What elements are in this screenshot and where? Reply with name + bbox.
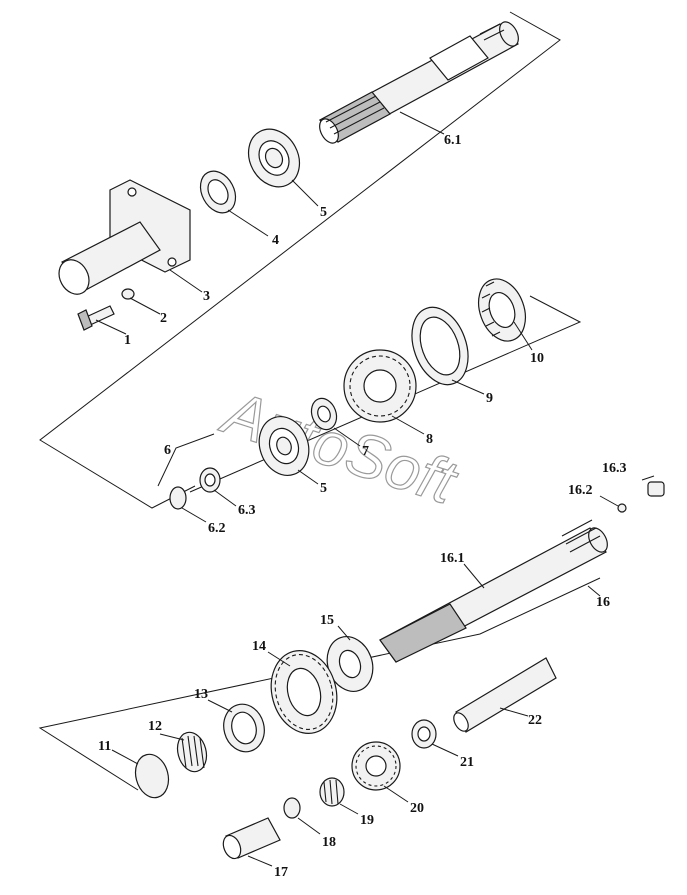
part-13-bushing xyxy=(223,703,265,753)
part-18-washer xyxy=(283,797,301,819)
callout-9: 9 xyxy=(486,391,493,406)
part-6-3-sleeve xyxy=(199,467,221,493)
callout-6-3: 6.3 xyxy=(238,503,256,518)
callout-5-lower: 5 xyxy=(320,481,327,496)
part-1-bolt xyxy=(77,305,115,331)
callout-10: 10 xyxy=(530,351,544,366)
callout-20: 20 xyxy=(410,801,424,816)
part-5-bearing-lower xyxy=(258,416,310,476)
part-5-bearing-upper xyxy=(247,128,301,188)
part-19-needle-bearing xyxy=(319,777,345,807)
callout-1: 1 xyxy=(124,333,131,348)
callout-22: 22 xyxy=(528,713,542,728)
part-21-washer xyxy=(411,719,437,749)
callout-8: 8 xyxy=(426,432,433,447)
part-6-1-shaft xyxy=(319,21,519,144)
callout-16: 16 xyxy=(596,595,610,610)
part-6-2-washer xyxy=(169,486,187,510)
callout-16-2: 16.2 xyxy=(568,483,593,498)
part-17-sleeve xyxy=(222,817,281,860)
part-4-ring xyxy=(199,170,237,214)
part-10-splined-hub xyxy=(478,278,526,342)
callout-6-2: 6.2 xyxy=(208,521,226,536)
part-22-pin xyxy=(453,657,557,733)
part-16-2-ball xyxy=(617,503,627,513)
part-16-3-cap xyxy=(647,481,665,497)
part-7-spacer xyxy=(310,397,338,431)
callout-3: 3 xyxy=(203,289,210,304)
callout-5-upper: 5 xyxy=(320,205,327,220)
callout-15: 15 xyxy=(320,613,334,628)
part-8-gear xyxy=(343,349,417,423)
part-14-gear xyxy=(270,649,338,735)
callout-16-1: 16.1 xyxy=(440,551,465,566)
part-16-shaft xyxy=(379,519,608,663)
callout-4: 4 xyxy=(272,233,279,248)
callout-17: 17 xyxy=(274,865,288,880)
frame-group-upper xyxy=(39,11,561,509)
part-20-small-gear xyxy=(351,741,401,791)
frame-group-middle xyxy=(189,295,582,493)
callout-12: 12 xyxy=(148,719,162,734)
callout-18: 18 xyxy=(322,835,336,850)
watermark: AutoSoft xyxy=(212,377,466,518)
frame-group-lower xyxy=(38,577,601,791)
part-2-washer xyxy=(121,288,135,300)
callout-19: 19 xyxy=(360,813,374,828)
callout-21: 21 xyxy=(460,755,474,770)
callout-6: 6 xyxy=(164,443,171,458)
callout-2: 2 xyxy=(160,311,167,326)
part-9-sync-ring xyxy=(411,306,469,386)
part-11-snap-ring xyxy=(134,753,170,799)
callout-14: 14 xyxy=(252,639,266,654)
callout-11: 11 xyxy=(98,739,111,754)
callout-16-3: 16.3 xyxy=(602,461,627,476)
callout-6-1: 6.1 xyxy=(444,133,462,148)
callout-7: 7 xyxy=(362,444,369,459)
leader-lines xyxy=(95,111,655,867)
part-15-collar xyxy=(326,636,374,692)
part-12-needle-bearing xyxy=(176,731,208,773)
part-3-housing xyxy=(58,179,191,295)
callout-13: 13 xyxy=(194,687,208,702)
